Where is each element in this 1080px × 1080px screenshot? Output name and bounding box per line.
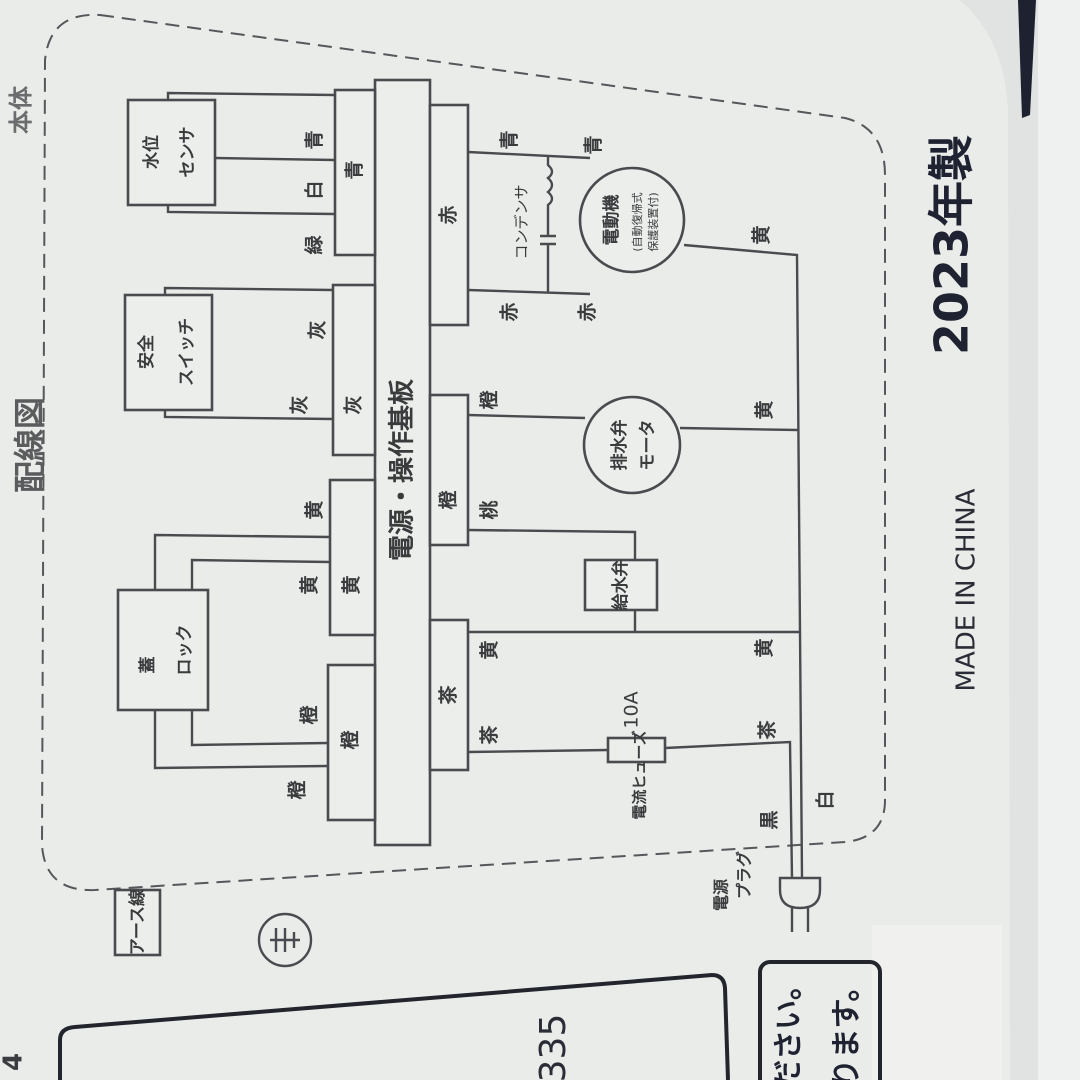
wire-label: 黄 bbox=[340, 575, 363, 594]
motor-capacitor-wires bbox=[467, 150, 591, 296]
plug-label: 電源 bbox=[712, 879, 731, 911]
valve-label: 給水弁 bbox=[610, 560, 631, 611]
safety-wires bbox=[163, 286, 334, 421]
wire-label: 黄 bbox=[303, 500, 326, 519]
motor-return-wire bbox=[683, 243, 802, 633]
wire-label: 赤 bbox=[499, 302, 521, 321]
page-number: 4 bbox=[0, 1053, 29, 1071]
wire-label: 緑 bbox=[303, 235, 326, 255]
ground-wire-label: アース線 bbox=[127, 889, 148, 955]
connector-motor bbox=[428, 103, 470, 327]
motor-sublabel: 保護装置付) bbox=[646, 192, 660, 251]
capacitor-label: コンデンサ bbox=[513, 184, 531, 259]
drain-label: モータ bbox=[638, 420, 658, 471]
wire-label: 青 bbox=[304, 130, 326, 149]
lid-lock-label: ロック bbox=[175, 625, 195, 676]
water-supply-valve bbox=[583, 558, 659, 612]
note-line: ださい。 bbox=[772, 970, 807, 1080]
wire-label: 灰 bbox=[306, 320, 329, 339]
motor bbox=[578, 166, 686, 274]
sensor-wires bbox=[166, 91, 336, 216]
label-plate bbox=[0, 0, 1010, 1080]
ground-wire-box bbox=[113, 888, 162, 957]
wire-label: 黄 bbox=[478, 640, 501, 659]
sensor-label: センサ bbox=[178, 127, 198, 178]
lid-lock-wires bbox=[153, 533, 331, 770]
ground-symbol-icon bbox=[257, 912, 313, 968]
connector-sensor bbox=[333, 88, 377, 257]
made-in-china: MADE IN CHINA bbox=[952, 488, 982, 691]
wire-label: 黄 bbox=[753, 400, 776, 419]
drain-label: 排水弁 bbox=[609, 420, 630, 471]
note-line: ります。 bbox=[830, 972, 865, 1080]
wire-label: 赤 bbox=[577, 302, 599, 321]
model-number-fragment: 335 bbox=[533, 1014, 574, 1080]
power-plug-icon bbox=[778, 876, 822, 932]
wire-label: 青 bbox=[344, 160, 366, 179]
safety-label: 安全 bbox=[136, 334, 157, 369]
sticker-patch bbox=[872, 925, 1002, 1080]
wire-label: 白 bbox=[814, 790, 837, 809]
wire-label: 青 bbox=[499, 130, 521, 149]
wire-label: 黒 bbox=[759, 810, 781, 829]
drain-valve-motor bbox=[582, 395, 682, 495]
wire-label: 赤 bbox=[438, 205, 460, 224]
wire-label: 茶 bbox=[478, 725, 501, 745]
wire-label: 桃 bbox=[478, 500, 501, 519]
power-wires bbox=[467, 631, 804, 879]
lid-lock bbox=[116, 588, 210, 712]
side-label: 本体 bbox=[7, 85, 35, 134]
wire-label: 黄 bbox=[750, 225, 773, 244]
water-level-sensor bbox=[126, 98, 217, 207]
connector-lid-top bbox=[328, 478, 377, 637]
power-control-board bbox=[373, 78, 432, 847]
valve-wires bbox=[467, 528, 800, 634]
wire-label: 黄 bbox=[753, 638, 776, 657]
connector-power bbox=[428, 618, 470, 772]
wire-label: 白 bbox=[303, 180, 326, 199]
manufacture-year: 2023年製 bbox=[925, 135, 979, 355]
safety-switch bbox=[123, 293, 214, 412]
wire-label: 橙 bbox=[339, 730, 362, 750]
wire-label: 青 bbox=[583, 135, 605, 154]
note-box bbox=[758, 960, 882, 1080]
motor-label: 電動機 bbox=[601, 195, 622, 246]
diagram-title: 配線図 bbox=[11, 397, 49, 493]
fuse bbox=[606, 736, 667, 764]
wire-label: 灰 bbox=[342, 395, 365, 414]
enclosure-dashed-outline bbox=[40, 13, 886, 892]
connector-lid-bottom bbox=[326, 663, 377, 822]
wire-label: 茶 bbox=[756, 720, 779, 740]
dark-edge bbox=[1018, 0, 1036, 118]
drain-wires bbox=[467, 413, 799, 432]
ground-symbol-lines bbox=[270, 928, 300, 952]
safety-label: スイッチ bbox=[177, 318, 197, 386]
wire-label: 橙 bbox=[478, 390, 501, 410]
fuse-label: 電流ヒューズ bbox=[631, 730, 649, 819]
fuse-rating: 10A bbox=[621, 691, 643, 728]
lid-lock-label: 蓋 bbox=[138, 657, 158, 674]
wire-label: 灰 bbox=[288, 395, 311, 414]
motor-sublabel: (自動復帰式 bbox=[630, 192, 644, 251]
connector-safety bbox=[331, 283, 377, 457]
appliance-body bbox=[1038, 0, 1080, 1080]
sensor-label: 水位 bbox=[141, 135, 162, 169]
model-box bbox=[58, 972, 730, 1080]
wire-label: 橙 bbox=[286, 780, 309, 800]
board-label: 電源・操作基板 bbox=[388, 379, 418, 561]
connector-drain bbox=[428, 393, 470, 547]
wire-label: 橙 bbox=[437, 490, 460, 510]
wire-label: 茶 bbox=[437, 685, 460, 705]
wire-label: 黄 bbox=[298, 575, 321, 594]
plug-label: プラグ bbox=[735, 851, 754, 899]
wire-label: 橙 bbox=[298, 705, 321, 725]
